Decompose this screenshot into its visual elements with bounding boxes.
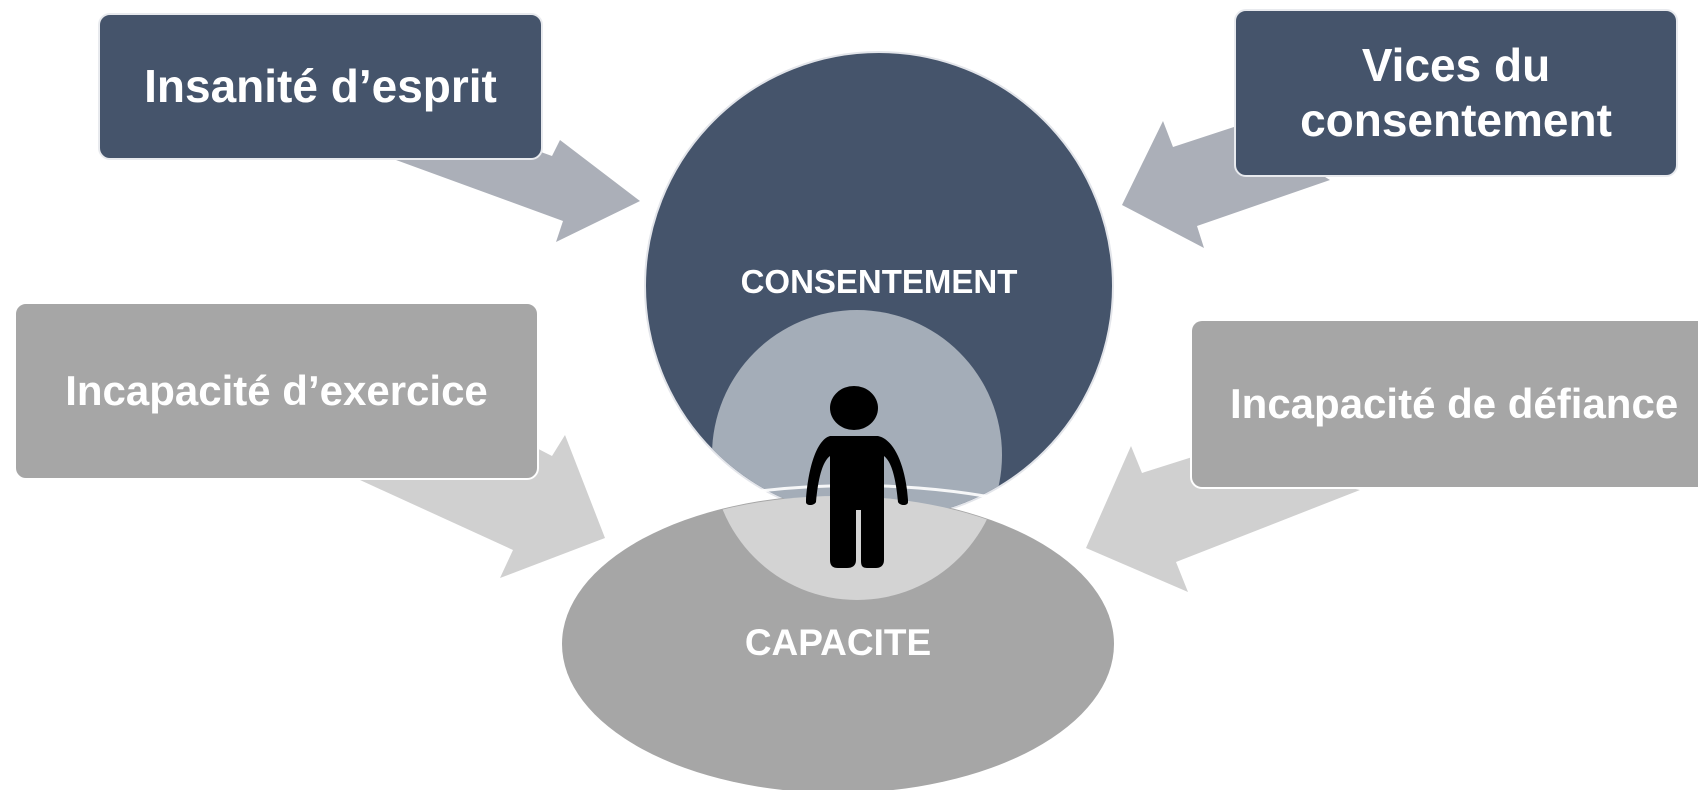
capacity-label: CAPACITE [744, 622, 932, 663]
incapacity-exercise-box: Incapacité d’exercice [14, 302, 539, 480]
overlap-region [712, 496, 1002, 600]
insanity-box: Insanité d’esprit [98, 13, 543, 160]
person-icon [806, 386, 908, 568]
consent-vices-box: Vices du consentement [1234, 9, 1678, 177]
incapacity-exercise-label: Incapacité d’exercice [65, 366, 488, 414]
consent-label: CONSENTEMENT [740, 263, 1018, 300]
incapacity-defiance-box: Incapacité de défiance [1190, 319, 1698, 489]
consent-vices-label: Vices du consentement [1300, 38, 1612, 146]
incapacity-defiance-label: Incapacité de défiance [1230, 379, 1679, 427]
insanity-label: Insanité d’esprit [144, 59, 497, 112]
capacity-ellipse [562, 495, 1114, 790]
